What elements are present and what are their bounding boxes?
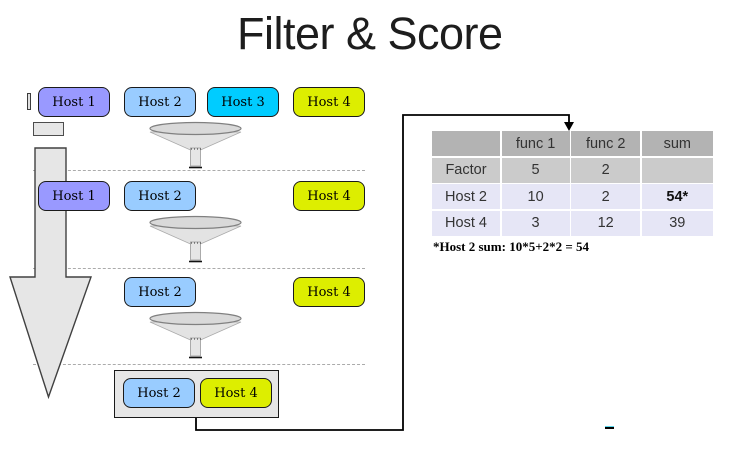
table-header-cell	[432, 131, 500, 156]
host-box-2: Host 2	[124, 181, 196, 211]
table-cell: 10	[501, 184, 570, 210]
score-table: func 1 func 2 sum Factor 5 2 Host 2 10 2…	[432, 131, 713, 236]
host-box-1: Host 1	[38, 87, 110, 117]
table-footnote: *Host 2 sum: 10*5+2*2 = 54	[433, 239, 590, 254]
down-arrow-icon	[9, 147, 92, 399]
table-cell-highlight: 54*	[641, 184, 713, 210]
host-box-4: Host 4	[293, 277, 365, 307]
table-cell: 39	[641, 210, 713, 236]
table-header-cell: sum	[641, 131, 713, 156]
table-cell: 2	[571, 184, 641, 210]
table-cell: 2	[571, 157, 641, 183]
table-row-label: Host 4	[432, 210, 500, 236]
funnel-icon	[149, 215, 242, 263]
host-box-3: Host 3	[207, 87, 279, 117]
table-header-cell: func 2	[571, 131, 641, 156]
funnel-icon	[149, 311, 242, 359]
table-cell: 5	[501, 157, 570, 183]
host-box-2: Host 2	[124, 87, 196, 117]
host-box-1: Host 1	[38, 181, 110, 211]
table-cell	[641, 157, 713, 183]
host-box-4: Host 4	[293, 181, 365, 211]
host-box-2: Host 2	[123, 378, 195, 408]
table-cell: 12	[571, 210, 641, 236]
arrow-fragment-top	[27, 93, 31, 110]
arrow-segment	[33, 122, 64, 136]
small-dash-mark	[605, 426, 614, 429]
host-box-4: Host 4	[200, 378, 272, 408]
host-box-2: Host 2	[124, 277, 196, 307]
table-row-label: Factor	[432, 157, 500, 183]
slide-title: Filter & Score	[237, 8, 503, 59]
table-header-cell: func 1	[501, 131, 570, 156]
table-row-label: Host 2	[432, 184, 500, 210]
host-box-4: Host 4	[293, 87, 365, 117]
funnel-icon	[149, 121, 242, 169]
table-cell: 3	[501, 210, 570, 236]
